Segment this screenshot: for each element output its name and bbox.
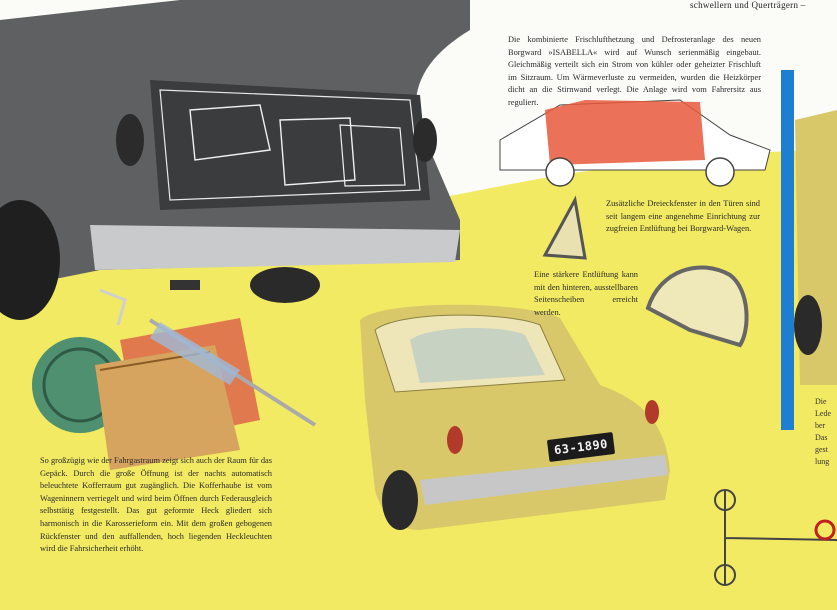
heating-paragraph: Die kombinierte Frischlufthetzung und De…: [508, 35, 761, 107]
fragment-line: gest: [815, 445, 828, 454]
vent-windows-paragraph: Zusätzliche Dreieckfenster in den Türen …: [606, 199, 760, 234]
chassis-diagram: [714, 489, 837, 586]
rear-window-illustration: [645, 265, 749, 348]
heating-diagram-car: [499, 99, 771, 187]
right-column-fragments: Die Lede ber Das gest lung: [815, 396, 831, 468]
cream-car-illustration: [360, 304, 670, 530]
grey-car-rear-illustration: [0, 0, 470, 320]
luggage-paragraph: So großzügig wie der Fahrgastraum zeigt …: [40, 456, 272, 554]
rear-windows-paragraph: Eine stärkere Entlüftung kann mit den hi…: [534, 270, 638, 317]
top-text-fragment: schwellern und Querträgern –: [690, 0, 806, 10]
fragment-line: Lede: [815, 409, 831, 418]
fragment-line: lung: [815, 457, 830, 466]
car-front-right-edge: [794, 110, 837, 385]
blue-accent-bar: [781, 70, 794, 430]
fragment-line: Die: [815, 397, 827, 406]
luggage-illustration: [32, 288, 317, 470]
fragment-line: ber: [815, 421, 826, 430]
fragment-line: Das: [815, 433, 828, 442]
vent-window-illustration: [542, 195, 587, 260]
